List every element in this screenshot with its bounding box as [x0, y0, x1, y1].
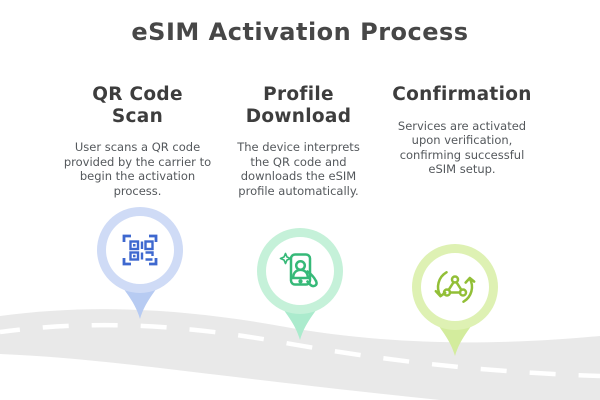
map-pin-qr-code — [97, 207, 183, 319]
phone-profile-download-icon — [279, 252, 318, 288]
pin-inner-circle — [106, 216, 174, 284]
step-column-confirmation: Confirmation Services are activated upon… — [372, 84, 552, 177]
page-title: eSIM Activation Process — [131, 18, 469, 46]
map-pin-confirmation — [412, 244, 498, 356]
road-surface — [0, 309, 600, 400]
sync-network-icon — [434, 271, 476, 303]
step-heading-confirmation: Confirmation — [392, 84, 532, 105]
pin-inner-circle — [421, 253, 489, 321]
step-column-qr-code-scan: QR Code Scan User scans a QR code provid… — [50, 84, 225, 199]
step-column-profile-download: Profile Download The device interprets t… — [216, 84, 381, 199]
step-heading-profile-download: Profile Download — [245, 84, 352, 127]
map-pin-profile-download — [257, 228, 343, 340]
step-description-confirmation: Services are activated upon verification… — [397, 118, 527, 177]
step-description-qr-code-scan: User scans a QR code provided by the car… — [63, 140, 212, 199]
step-heading-qr-code-scan: QR Code Scan — [92, 84, 183, 127]
road-center-dashes — [0, 322, 600, 379]
qr-code-scan-icon — [122, 234, 158, 266]
step-description-profile-download: The device interprets the QR code and do… — [237, 140, 360, 199]
